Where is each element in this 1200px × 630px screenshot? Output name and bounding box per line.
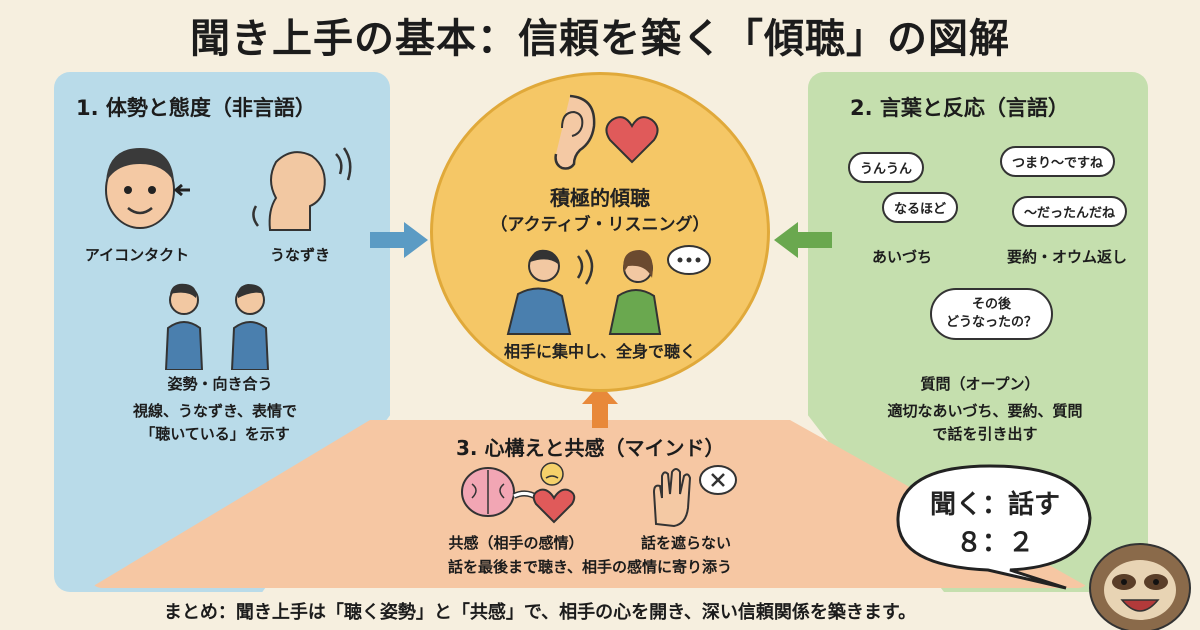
nonverbal-description-line-2: 「聴いている」を示す <box>140 425 290 443</box>
open-question-label: 質問（オープン） <box>920 375 1040 393</box>
bubble-question-line-2: どうなったの？ <box>946 315 1038 330</box>
stop-hand-icon <box>648 464 738 532</box>
facing-people-icon <box>158 280 278 374</box>
bubble-unun: うんうん <box>848 152 925 183</box>
listening-people-icon <box>500 244 700 340</box>
nodding-label: うなずき <box>269 246 330 264</box>
center-title: 積極的傾聴 <box>550 186 650 210</box>
ratio-line-1: 聞く：話す <box>929 490 1060 520</box>
ratio-line-2: ８：２ <box>955 528 1034 558</box>
summary-parrot-label: 要約・オウム返し <box>1006 248 1127 266</box>
nonverbal-panel-title: 1. 体勢と態度（非言語） <box>76 96 316 120</box>
ratio-speech-bubble: 聞く：話す ８：２ <box>890 462 1100 592</box>
verbal-description-line-2: で話を引き出す <box>932 425 1038 443</box>
active-listening-circle <box>430 72 770 392</box>
no-interrupt-label: 話を遮らない <box>640 534 731 552</box>
brain-heart-icon <box>460 462 580 532</box>
speech-dots-icon <box>666 244 712 284</box>
bubble-dattandane: 〜だったんだね <box>1012 196 1128 227</box>
verbal-description-line-1: 適切なあいづち、要約、質問 <box>887 402 1083 420</box>
nonverbal-description-line-1: 視線、うなずき、表情で <box>133 402 297 420</box>
arrow-up-icon <box>582 384 618 432</box>
center-caption: 相手に集中し、全身で聴く <box>503 342 696 361</box>
bubble-question-line-1: その後 <box>972 297 1012 312</box>
sloth-mascot-icon <box>1082 532 1198 630</box>
bubble-question: その後 どうなったの？ <box>930 288 1054 340</box>
page-title: 聞き上手の基本：信頼を築く「傾聴」の図解 <box>190 16 1010 62</box>
arrow-left-icon <box>772 222 832 262</box>
eye-contact-label: アイコンタクト <box>84 246 190 264</box>
ear-icon <box>540 92 600 176</box>
empathy-label: 共感（相手の感情） <box>448 534 584 552</box>
eye-contact-face-icon <box>92 136 202 240</box>
center-subtitle: （アクティブ・リスニング） <box>490 215 710 235</box>
verbal-panel-title: 2. 言葉と反応（言語） <box>850 96 1069 120</box>
mindset-description: 話を最後まで聴き、相手の感情に寄り添う <box>448 558 732 576</box>
posture-label: 姿勢・向き合う <box>167 375 273 393</box>
heart-icon <box>604 112 660 168</box>
mindset-panel-title: 3. 心構えと共感（マインド） <box>456 436 725 460</box>
bubble-tsumari: つまり〜ですね <box>1000 146 1116 177</box>
nodding-head-icon <box>240 140 360 244</box>
arrow-right-icon <box>370 222 430 262</box>
aizuchi-label: あいづち <box>871 248 932 266</box>
bubble-naruhodo: なるほど <box>882 192 959 223</box>
summary-text: まとめ：聞き上手は「聴く姿勢」と「共感」で、相手の心を開き、深い信頼関係を築きま… <box>163 602 917 623</box>
